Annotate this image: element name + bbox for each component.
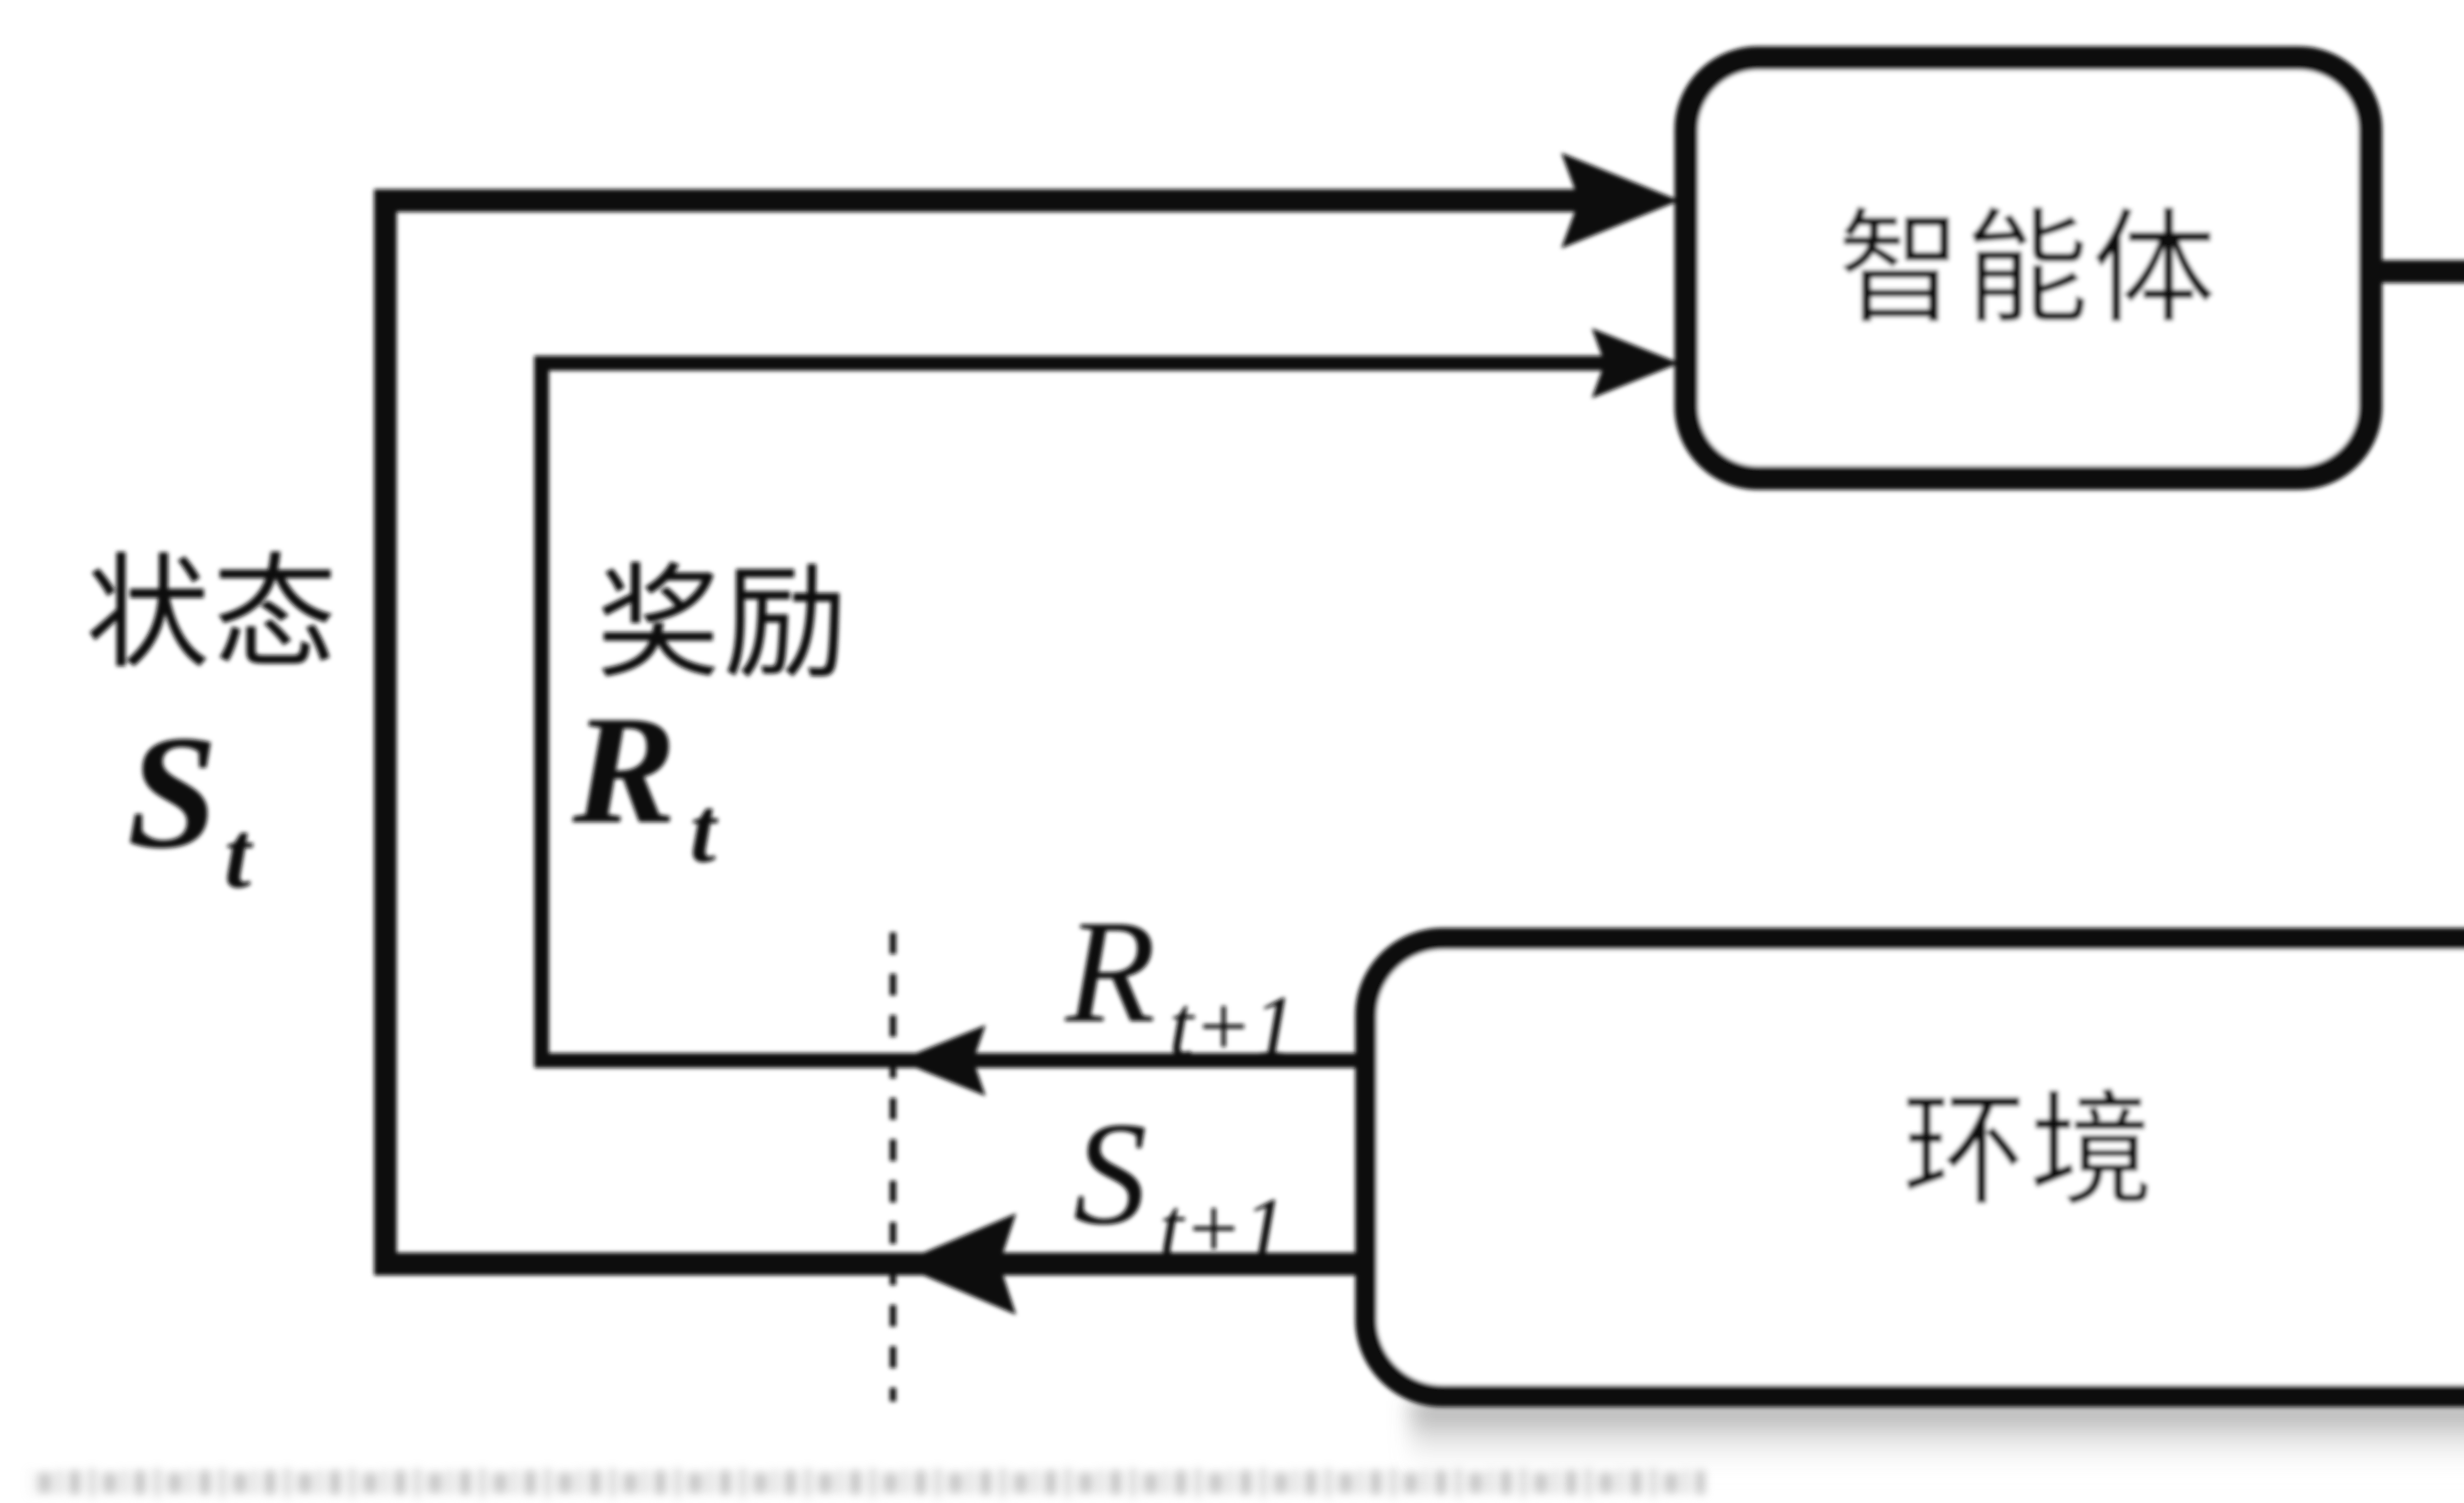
state-arrowhead-into-agent	[1561, 153, 1679, 248]
state-label: 状态	[86, 546, 340, 683]
next-reward-arrowhead-at-boundary	[898, 1025, 986, 1096]
agent-label: 智能体	[1838, 201, 2219, 339]
reward-symbol: R	[570, 684, 676, 856]
reward-label: 奖励	[596, 555, 851, 693]
agent-box	[1675, 46, 2382, 490]
diagram-ink-layer: 智能体 环境 状态 S t 奖励 R t 动作 A t R t+1 S t+1	[86, 46, 2464, 1407]
next-reward-symbol: R	[1063, 889, 1156, 1053]
reward-arrowhead-into-agent	[1592, 328, 1679, 398]
reward-symbol-subscript: t	[690, 779, 719, 882]
state-symbol: S	[127, 702, 218, 882]
environment-box	[1355, 928, 2464, 1407]
next-reward-subscript: t+1	[1169, 977, 1297, 1075]
state-symbol-subscript: t	[224, 802, 254, 908]
environment-label: 环境	[1902, 1083, 2156, 1221]
next-state-subscript: t+1	[1159, 1179, 1287, 1277]
cutoff-caption-artifact	[30, 1469, 1705, 1499]
next-state-symbol: S	[1073, 1092, 1147, 1255]
next-state-arrowhead-at-boundary	[897, 1213, 1016, 1315]
environment-shadow-artifact	[1410, 1401, 2464, 1474]
state-feedback-line	[374, 189, 1584, 1275]
